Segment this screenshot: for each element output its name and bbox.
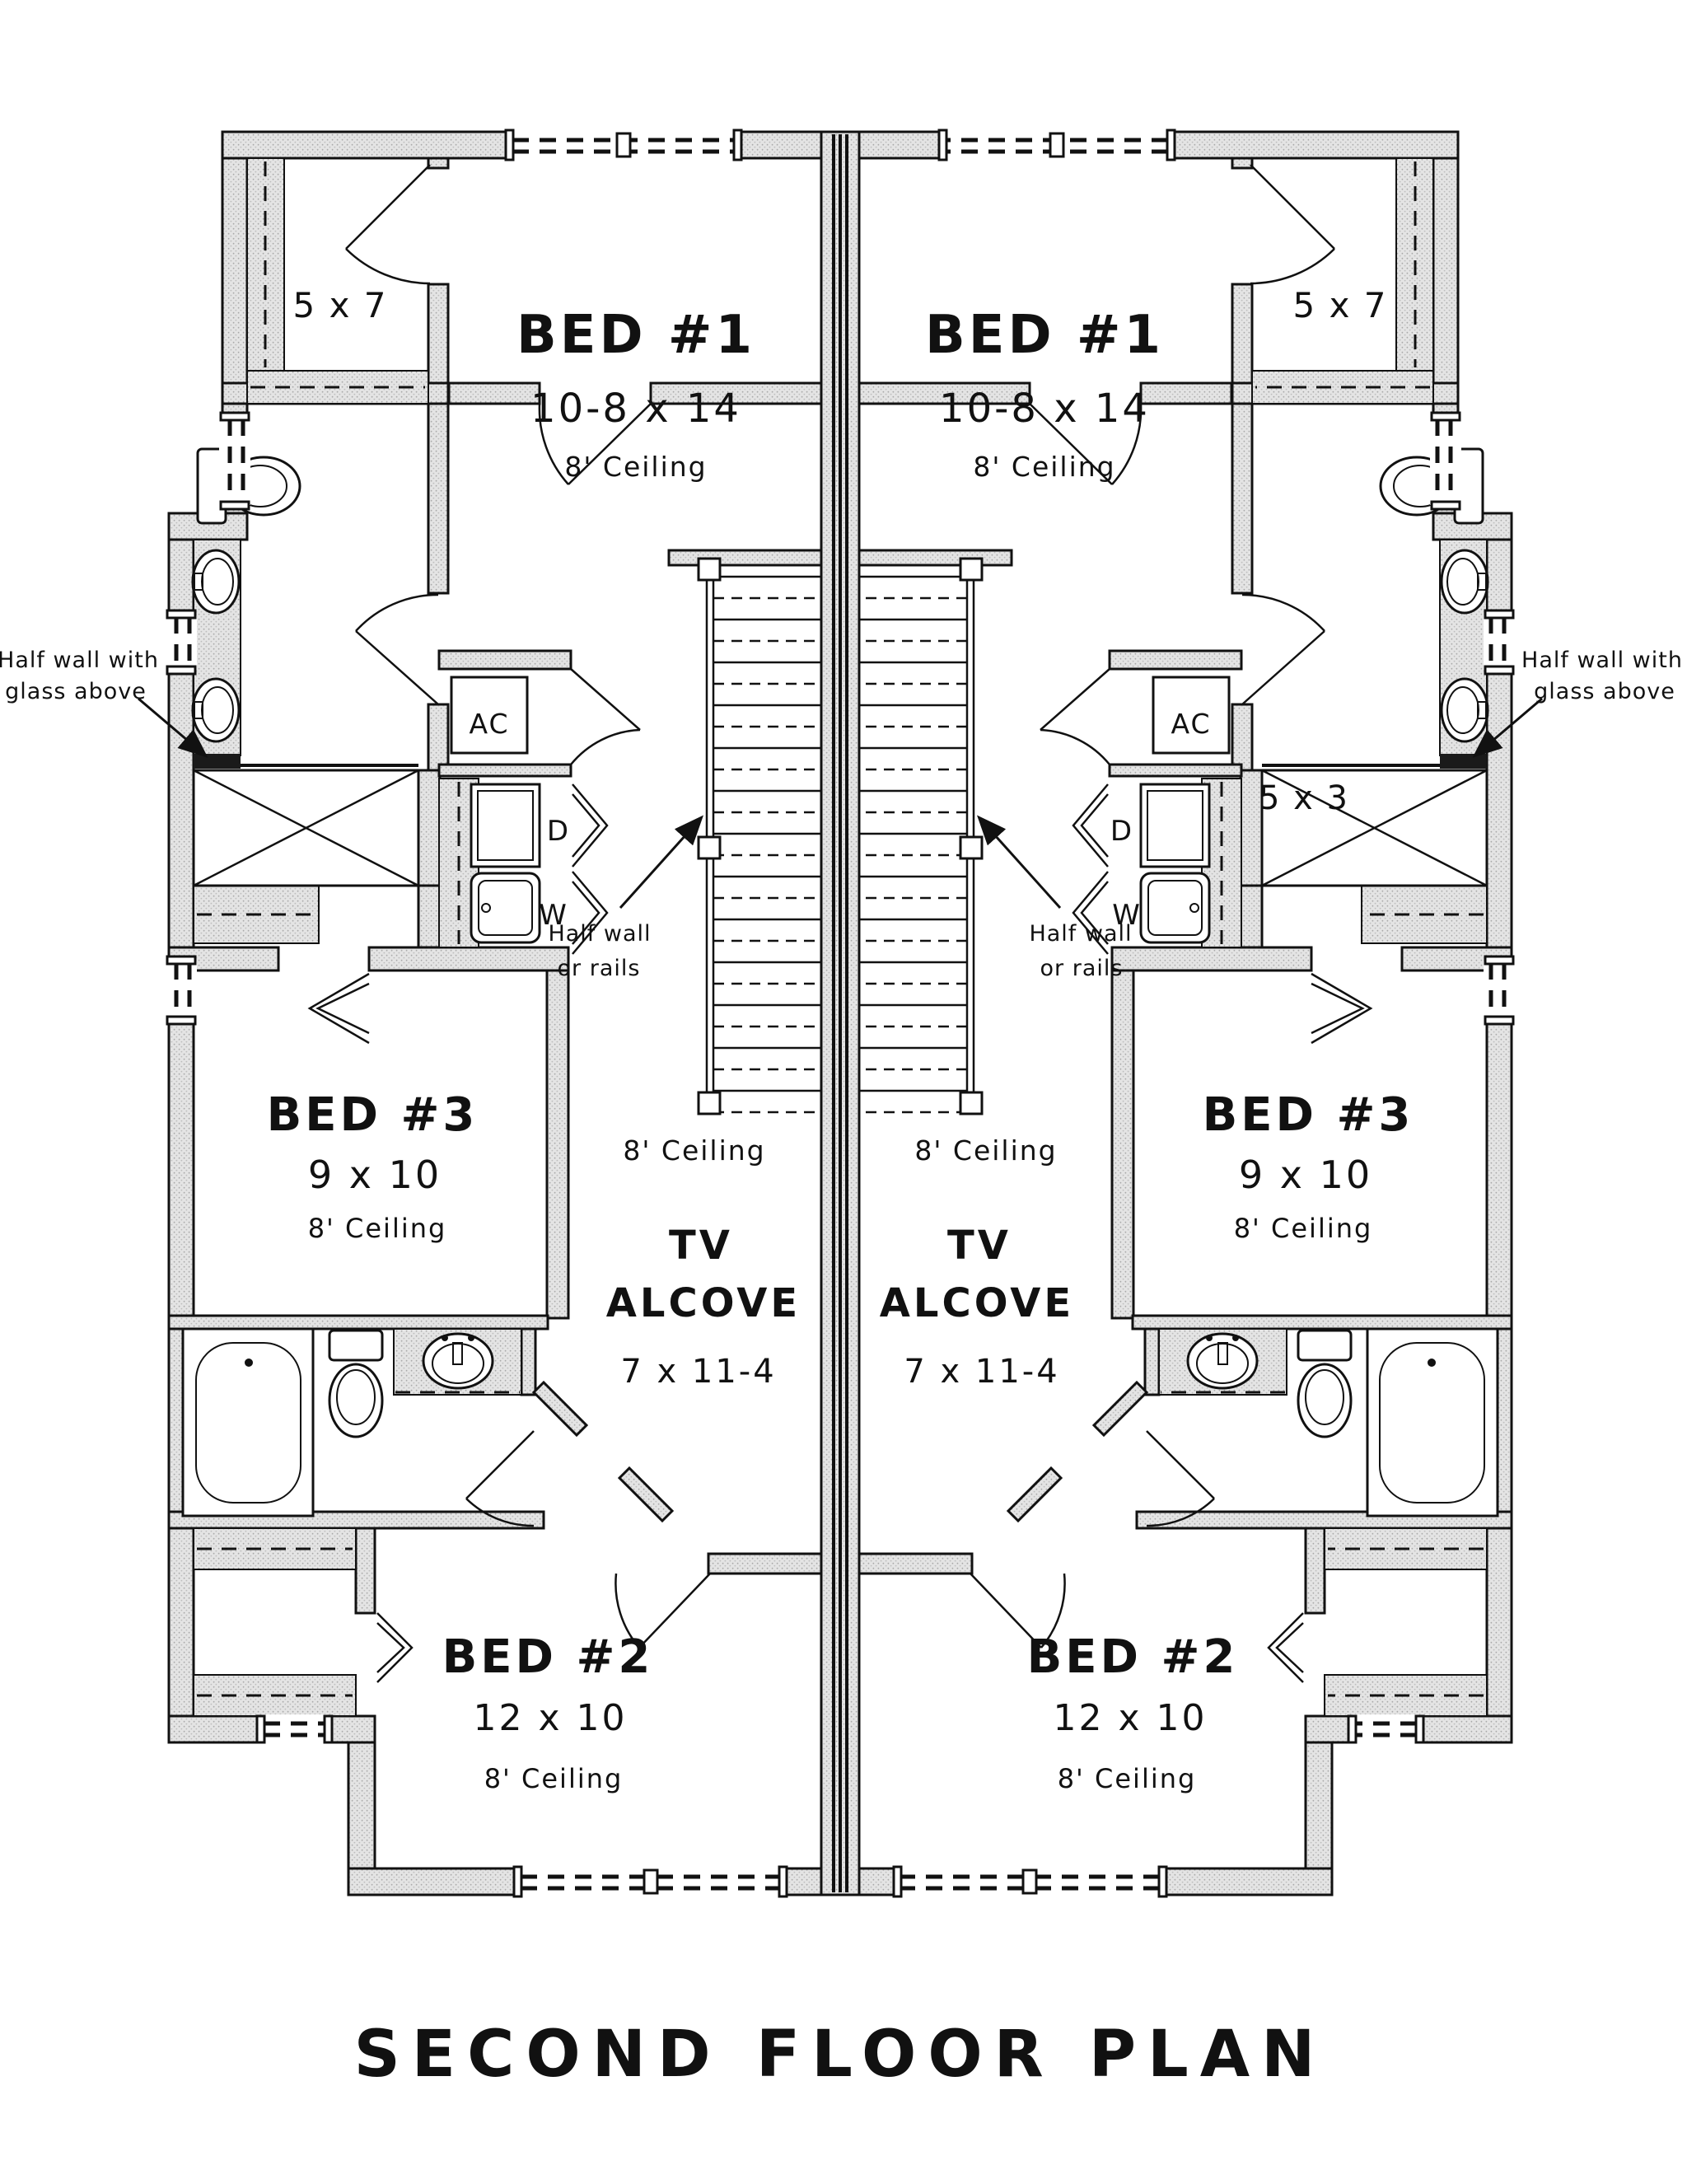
rails-note-left-line2: or rails bbox=[558, 956, 641, 981]
glass-note-left-line2: glass above bbox=[5, 679, 147, 704]
tv-alcove-left-dim: 7 x 11-4 bbox=[620, 1353, 776, 1391]
annotation-arrow-rails-left bbox=[619, 815, 704, 910]
rails-note-left-line1: Half wall bbox=[548, 921, 651, 947]
shower-dim-right: 5 x 3 bbox=[1259, 779, 1349, 817]
washer-label-left: W bbox=[539, 899, 568, 932]
bed1-right-ceiling: 8' Ceiling bbox=[973, 451, 1115, 483]
bed2-right-ceiling: 8' Ceiling bbox=[1058, 1763, 1197, 1794]
tv-alcove-right-line1: TV bbox=[947, 1223, 1012, 1269]
stair-ceiling-right: 8' Ceiling bbox=[914, 1134, 1057, 1167]
bed3-left-ceiling: 8' Ceiling bbox=[308, 1213, 447, 1244]
party-wall bbox=[820, 130, 861, 1896]
annotation-arrow-rails-right bbox=[976, 815, 1062, 910]
tv-alcove-left-line2: ALCOVE bbox=[606, 1280, 801, 1326]
bed3-right-ceiling: 8' Ceiling bbox=[1234, 1213, 1373, 1244]
glass-note-left-line1: Half wall with bbox=[0, 648, 159, 673]
bed1-left-dim: 10-8 x 14 bbox=[530, 386, 741, 432]
rails-note-right-line1: Half wall bbox=[1029, 921, 1132, 947]
bed2-left-name: BED #2 bbox=[442, 1630, 654, 1684]
bed1-right-dim: 10-8 x 14 bbox=[939, 386, 1150, 432]
dryer-label-left: D bbox=[547, 815, 570, 848]
bed2-right-name: BED #2 bbox=[1027, 1630, 1239, 1684]
annotation-arrow-glass-left bbox=[138, 697, 208, 758]
tv-alcove-left-line1: TV bbox=[669, 1223, 733, 1269]
bed3-right-name: BED #3 bbox=[1203, 1088, 1414, 1142]
glass-note-right-line1: Half wall with bbox=[1521, 648, 1683, 673]
dryer-label-right: D bbox=[1110, 815, 1133, 848]
bed3-right-dim: 9 x 10 bbox=[1239, 1153, 1372, 1197]
bed1-left-ceiling: 8' Ceiling bbox=[564, 451, 707, 483]
bed1-right-name: BED #1 bbox=[925, 305, 1164, 366]
rails-note-right-line2: or rails bbox=[1040, 956, 1124, 981]
washer-label-right: W bbox=[1112, 899, 1142, 932]
tv-alcove-right-line2: ALCOVE bbox=[880, 1280, 1074, 1326]
bed2-left-ceiling: 8' Ceiling bbox=[484, 1763, 624, 1794]
stair-ceiling-left: 8' Ceiling bbox=[623, 1134, 765, 1167]
closet-dim-right: 5 x 7 bbox=[1293, 285, 1388, 325]
sheet-title: SECOND FLOOR PLAN bbox=[354, 2018, 1327, 2092]
glass-note-right-line2: glass above bbox=[1534, 679, 1675, 704]
ac-label-right: AC bbox=[1171, 708, 1211, 740]
bed3-left-dim: 9 x 10 bbox=[308, 1153, 442, 1197]
bed3-left-name: BED #3 bbox=[267, 1088, 479, 1142]
ac-label-left: AC bbox=[469, 708, 509, 740]
tv-alcove-right-dim: 7 x 11-4 bbox=[904, 1353, 1059, 1391]
bed1-left-name: BED #1 bbox=[516, 305, 755, 366]
bed2-left-dim: 12 x 10 bbox=[474, 1697, 628, 1739]
closet-dim-left: 5 x 7 bbox=[293, 285, 388, 325]
annotation-arrow-glass-right bbox=[1472, 697, 1543, 758]
bed2-right-dim: 12 x 10 bbox=[1054, 1697, 1208, 1739]
